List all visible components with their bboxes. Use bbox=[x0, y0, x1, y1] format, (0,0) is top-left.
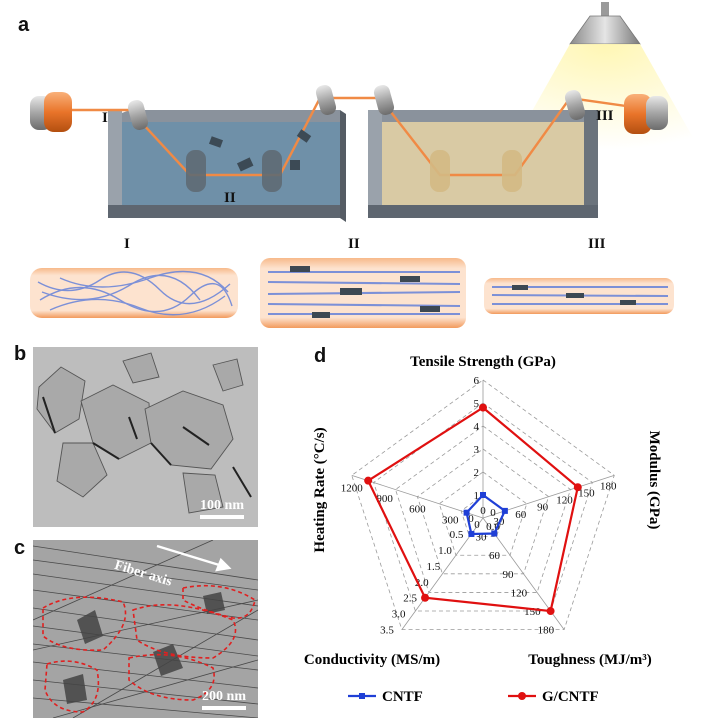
radar-tick-label: 6 bbox=[474, 375, 480, 387]
tem-image-graphene: 100 nm bbox=[33, 347, 258, 527]
radar-tick-label: 900 bbox=[376, 493, 393, 505]
stage-label-3: III bbox=[596, 108, 614, 124]
legend-label-cntf: CNTF bbox=[382, 689, 423, 705]
radar-spoke bbox=[351, 474, 484, 519]
section-label-1: I bbox=[124, 236, 130, 252]
series-point-cntf bbox=[501, 507, 508, 514]
radar-tick-label: 1200 bbox=[341, 482, 364, 494]
radar-tick-label: 1.5 bbox=[426, 561, 440, 573]
take-up-spool-icon bbox=[624, 94, 668, 134]
radar-tick-label: 3.5 bbox=[380, 625, 394, 637]
guide-rollers bbox=[127, 85, 586, 192]
axis-title-toughness: Toughness (MJ/m³) bbox=[528, 652, 652, 668]
axis-title-modulus: Modulus (GPa) bbox=[646, 431, 662, 530]
radar-grid-ring bbox=[351, 379, 615, 631]
radar-tick-label: 0.5 bbox=[450, 529, 464, 541]
tem-image-fiber: Fiber axis 200 nm bbox=[33, 540, 258, 718]
series-point-gcntf bbox=[546, 607, 555, 616]
series-point-gcntf bbox=[479, 403, 487, 412]
radar-tick-label: 60 bbox=[489, 550, 501, 562]
radar-tick-label: 150 bbox=[578, 487, 595, 499]
radar-grid-ring bbox=[395, 425, 571, 593]
legend-marker-cntf bbox=[359, 693, 365, 699]
radar-tick-label: 300 bbox=[442, 514, 459, 526]
fiber-section-II bbox=[260, 258, 466, 328]
radar-tick-label: 30 bbox=[476, 532, 488, 544]
radar-tick-label: 180 bbox=[538, 625, 555, 637]
radar-tick-label: 60 bbox=[515, 509, 527, 521]
series-point-cntf bbox=[463, 509, 470, 516]
radar-tick-label: 3 bbox=[474, 444, 480, 456]
series-point-gcntf bbox=[421, 593, 430, 602]
fiber-section-I bbox=[30, 268, 238, 318]
section-label-2: II bbox=[348, 236, 360, 252]
panel-a-letter: a bbox=[18, 14, 30, 36]
radar-tick-label: 120 bbox=[511, 587, 528, 599]
radar-tick-label: 600 bbox=[409, 504, 426, 516]
graphene-flakes bbox=[208, 129, 312, 172]
radar-tick-label: 2 bbox=[474, 467, 480, 479]
radar-tick-label: 5 bbox=[474, 398, 480, 410]
panel-c-letter: c bbox=[14, 537, 26, 559]
radar-tick-label: 2.5 bbox=[403, 593, 417, 605]
series-point-cntf bbox=[491, 530, 498, 537]
radar-grid-ring bbox=[438, 471, 528, 556]
spinning-process-illustration bbox=[30, 2, 700, 328]
panel-b-letter: b bbox=[14, 343, 27, 365]
legend-marker-gcntf bbox=[518, 692, 526, 700]
stage-label-2: II bbox=[224, 190, 236, 206]
panel-d-letter: d bbox=[314, 345, 327, 367]
series-point-cntf bbox=[480, 492, 486, 498]
radar-tick-label: 1 bbox=[474, 490, 480, 502]
radar-center-label: 0 bbox=[490, 507, 496, 519]
legend-label-gcntf: G/CNTF bbox=[542, 689, 599, 705]
feed-spool-icon bbox=[30, 92, 72, 132]
stage-label-1: I bbox=[102, 110, 108, 126]
radar-grid-ring bbox=[416, 448, 550, 575]
series-point-gcntf bbox=[364, 476, 373, 485]
radar-tick-label: 3.0 bbox=[392, 609, 406, 621]
scale-bar-c: 200 nm bbox=[202, 689, 246, 710]
radar-tick-label: 180 bbox=[600, 480, 617, 492]
axis-title-heating-rate: Heating Rate (°C/s) bbox=[312, 427, 328, 552]
fiber-section-III bbox=[484, 278, 674, 314]
radar-chart: 1234563060901201501803060901201501800.51… bbox=[304, 354, 662, 705]
series-point-cntf bbox=[468, 530, 475, 537]
axis-title-tensile-strength: Tensile Strength (GPa) bbox=[410, 354, 556, 370]
scale-bar-b: 100 nm bbox=[200, 498, 244, 519]
series-line-gcntf bbox=[366, 406, 580, 613]
section-label-3: III bbox=[588, 236, 606, 252]
coagulation-bath-1 bbox=[108, 110, 346, 222]
radar-center-label: 0 bbox=[468, 513, 474, 525]
fiber-path bbox=[60, 96, 641, 177]
radar-tick-label: 90 bbox=[537, 502, 549, 514]
radar-tick-label: 4 bbox=[474, 421, 480, 433]
radar-tick-label: 90 bbox=[503, 569, 515, 581]
radar-tick-label: 1.0 bbox=[438, 545, 452, 557]
radar-center-label: 0 bbox=[474, 519, 480, 531]
radar-tick-label: 120 bbox=[556, 495, 573, 507]
radar-grid-ring bbox=[373, 402, 593, 612]
radar-center-label: 0 bbox=[480, 505, 486, 517]
axis-title-conductivity: Conductivity (MS/m) bbox=[304, 652, 440, 668]
series-point-gcntf bbox=[573, 483, 582, 492]
